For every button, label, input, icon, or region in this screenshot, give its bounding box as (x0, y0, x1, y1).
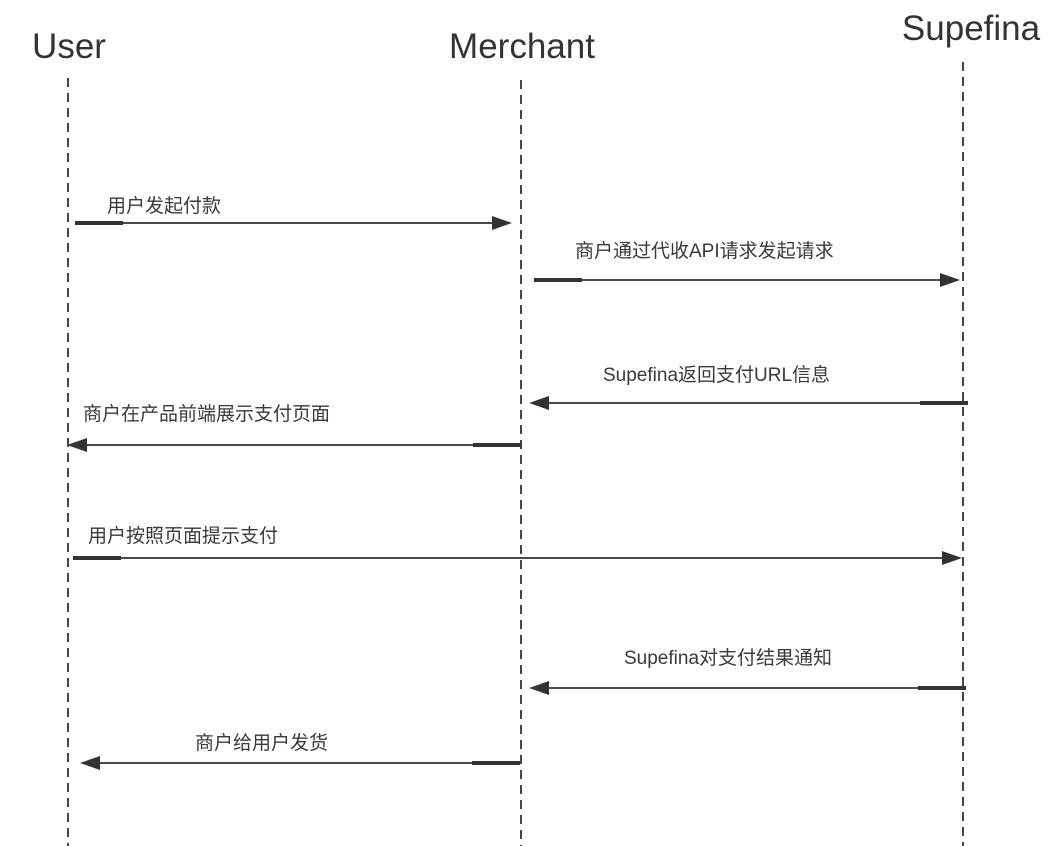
message-line (534, 279, 944, 281)
message-source-stub (918, 686, 966, 690)
message-arrowhead-left-icon (67, 438, 87, 452)
actor-label-supefina: Supefina (901, 9, 1041, 48)
message-arrowhead-right-icon (940, 273, 960, 287)
actor-lifeline-supefina (962, 62, 964, 846)
message-line (75, 222, 496, 224)
message-source-stub (73, 556, 121, 560)
message-line (73, 557, 946, 559)
message-label: Supefina返回支付URL信息 (603, 365, 831, 386)
message-line (96, 762, 520, 764)
actor-lifeline-merchant (520, 80, 522, 846)
message-label: 用户发起付款 (107, 196, 222, 217)
message-arrowhead-left-icon (529, 681, 549, 695)
actor-label-merchant: Merchant (449, 27, 595, 66)
message-label: 商户在产品前端展示支付页面 (83, 404, 331, 425)
message-arrowhead-left-icon (529, 396, 549, 410)
message-arrowhead-right-icon (492, 216, 512, 230)
message-label: 商户给用户发货 (195, 733, 329, 754)
message-line (83, 444, 521, 446)
actor-lifeline-user (67, 78, 69, 846)
message-source-stub (472, 761, 520, 765)
actor-label-user: User (32, 27, 106, 66)
message-label: 用户按照页面提示支付 (88, 526, 279, 547)
message-source-stub (473, 443, 521, 447)
message-arrowhead-right-icon (942, 551, 962, 565)
message-source-stub (920, 401, 968, 405)
message-arrowhead-left-icon (80, 756, 100, 770)
message-label: 商户通过代收API请求发起请求 (575, 241, 834, 262)
message-source-stub (75, 221, 123, 225)
message-line (545, 402, 968, 404)
message-line (545, 687, 966, 689)
message-label: Supefina对支付结果通知 (624, 648, 833, 669)
message-source-stub (534, 278, 582, 282)
